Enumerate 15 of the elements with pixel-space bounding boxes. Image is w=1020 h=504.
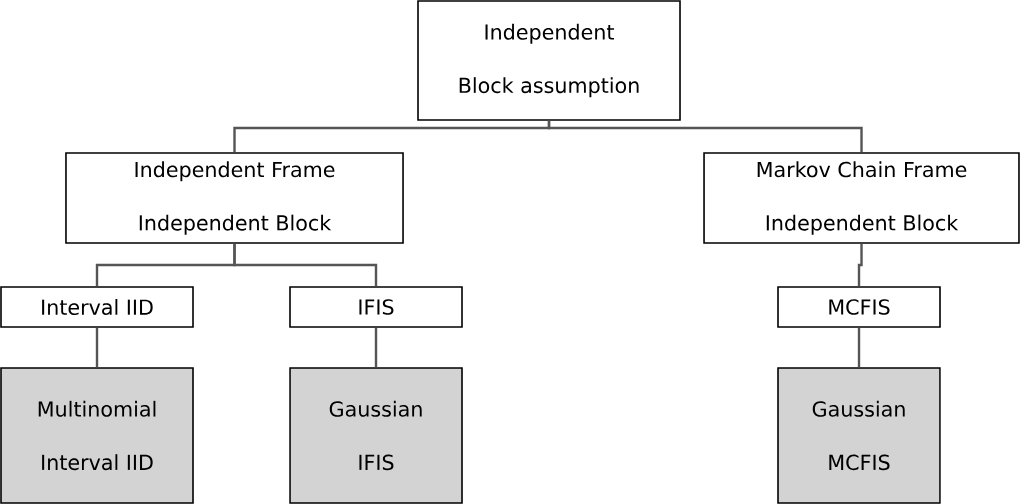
text-box: Markov Chain Frame Independent Block — [703, 152, 1020, 244]
text-box: Independent Block assumption — [417, 0, 681, 121]
text-box: MCFIS — [777, 286, 941, 328]
connector-line — [233, 243, 378, 287]
shaded-box: Gaussian IFIS — [289, 367, 463, 504]
connector-line — [547, 120, 863, 153]
connector-line — [95, 327, 99, 368]
shaded-box: Gaussian MCFIS — [777, 367, 941, 504]
text-box: Interval IID — [0, 286, 194, 328]
text-box: IFIS — [289, 286, 463, 328]
connector-line — [857, 243, 863, 287]
text-box: Independent Frame Independent Block — [65, 152, 404, 244]
connector-line — [374, 327, 378, 368]
connector-line — [857, 327, 861, 368]
shaded-box: Multinomial Interval IID — [0, 367, 194, 504]
